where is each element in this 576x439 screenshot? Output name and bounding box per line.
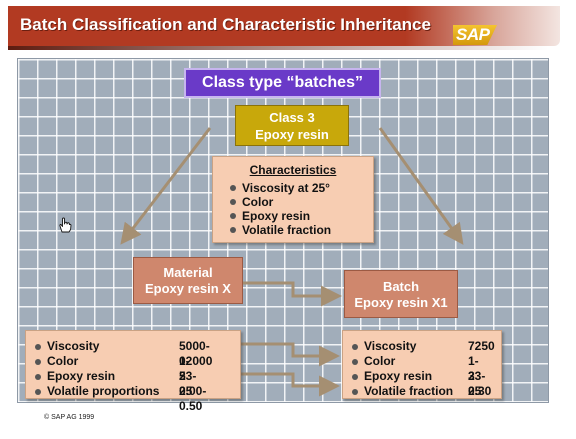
slide-title: Batch Classification and Characteristic …	[20, 15, 431, 34]
class-name: Class 3	[269, 110, 315, 125]
arrow-class-to-batch	[378, 127, 464, 245]
sap-logo: SAP	[453, 25, 497, 45]
class-type-label: Class type “batches”	[184, 68, 381, 98]
material-label: Material	[163, 265, 213, 280]
property-name: Volatile fraction	[364, 384, 454, 398]
list-item: Viscosity at 25°	[227, 181, 331, 195]
property-name: Epoxy resin	[47, 369, 116, 383]
property-value: 5000-12000	[179, 339, 213, 368]
characteristics-list: Viscosity at 25° Color Epoxy resin Volat…	[227, 181, 331, 237]
class-box: Class 3 Epoxy resin	[235, 105, 349, 146]
material-box: Material Epoxy resin X	[133, 257, 243, 304]
property-row: Volatile fraction 0.30	[349, 384, 491, 399]
property-row: Color 0-5	[32, 354, 190, 383]
arrow-viscosity-inherit	[241, 342, 340, 367]
property-name: Color	[47, 354, 79, 368]
class-description: Epoxy resin	[255, 127, 329, 142]
property-row: Viscosity 5000-12000	[32, 339, 212, 368]
property-name: Viscosity	[47, 339, 100, 353]
property-row: Epoxy resin 23-25	[349, 369, 485, 398]
property-name: Viscosity	[364, 339, 417, 353]
property-value: 0.30	[468, 384, 492, 398]
batch-name: Epoxy resin X1	[354, 295, 448, 310]
property-row: Color 1-3	[349, 354, 479, 383]
property-row: Volatile proportions 0.00-0.50	[32, 384, 206, 413]
material-name: Epoxy resin X	[145, 281, 231, 296]
batch-box: Batch Epoxy resin X1	[344, 270, 458, 318]
arrow-epoxy-inherit	[241, 372, 340, 397]
list-item: Volatile fraction	[227, 223, 331, 237]
list-item: Epoxy resin	[227, 209, 331, 223]
property-row: Viscosity 7250	[349, 339, 495, 354]
arrow-material-to-batch	[243, 281, 342, 307]
property-value: 1-3	[468, 354, 479, 383]
property-value: 23-25	[179, 369, 197, 398]
property-value: 7250	[468, 339, 495, 353]
characteristics-title: Characteristics	[249, 163, 337, 177]
property-value: 23-25	[468, 369, 486, 398]
property-name: Color	[364, 354, 396, 368]
copyright-notice: © SAP AG 1999	[44, 414, 95, 421]
property-row: Epoxy resin 23-25	[32, 369, 196, 398]
property-name: Epoxy resin	[364, 369, 433, 383]
arrow-class-to-material	[120, 127, 212, 245]
property-name: Volatile proportions	[47, 384, 160, 398]
list-item: Color	[227, 195, 331, 209]
material-properties-box: Viscosity 5000-12000 Color 0-5 Epoxy res…	[25, 330, 241, 413]
characteristics-box: Characteristics Viscosity at 25° Color E…	[212, 156, 374, 243]
batch-label: Batch	[382, 279, 420, 294]
property-value: 0.00-0.50	[179, 384, 207, 413]
batch-properties-list: Viscosity 7250 Color 1-3 Epoxy resin 23-…	[349, 339, 495, 399]
hand-pointer-icon	[59, 217, 72, 233]
batch-properties-box: Viscosity 7250 Color 1-3 Epoxy resin 23-…	[342, 330, 502, 399]
property-value: 0-5	[179, 354, 190, 383]
title-banner-shadow	[8, 46, 548, 50]
material-properties-list: Viscosity 5000-12000 Color 0-5 Epoxy res…	[32, 339, 212, 413]
